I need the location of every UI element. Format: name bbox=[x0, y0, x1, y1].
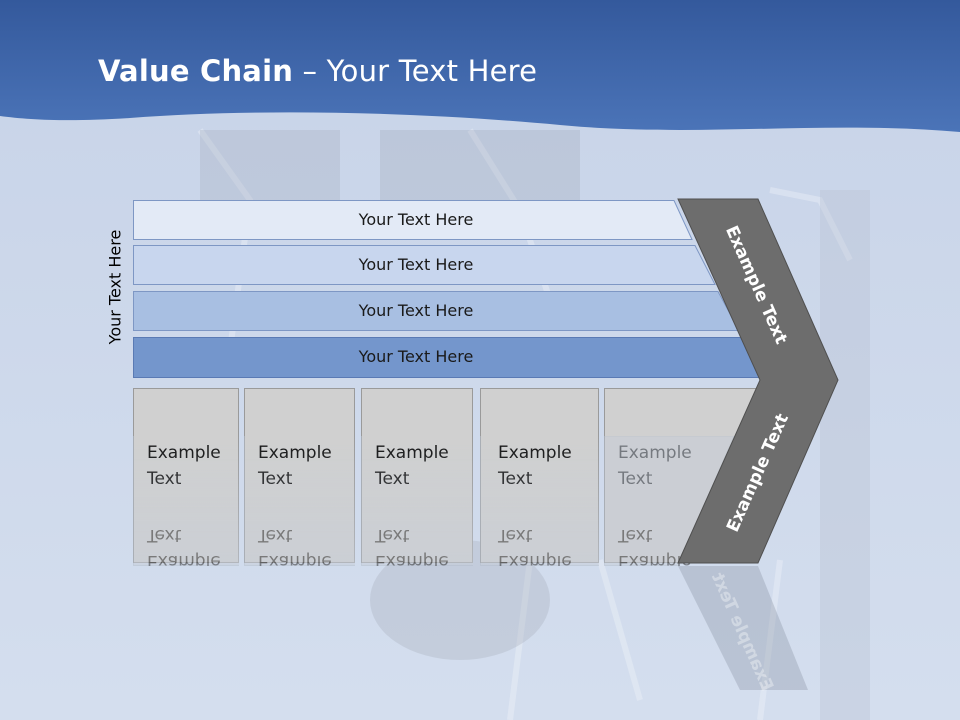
slide-title: Value Chain – Your Text Here bbox=[98, 54, 537, 88]
title-bold: Value Chain bbox=[98, 54, 294, 88]
row-2-label: Your Text Here bbox=[358, 255, 474, 274]
title-rest: – Your Text Here bbox=[293, 54, 538, 88]
row-1-label: Your Text Here bbox=[358, 210, 474, 229]
row-4-label: Your Text Here bbox=[358, 347, 474, 366]
row-3-label: Your Text Here bbox=[358, 301, 474, 320]
